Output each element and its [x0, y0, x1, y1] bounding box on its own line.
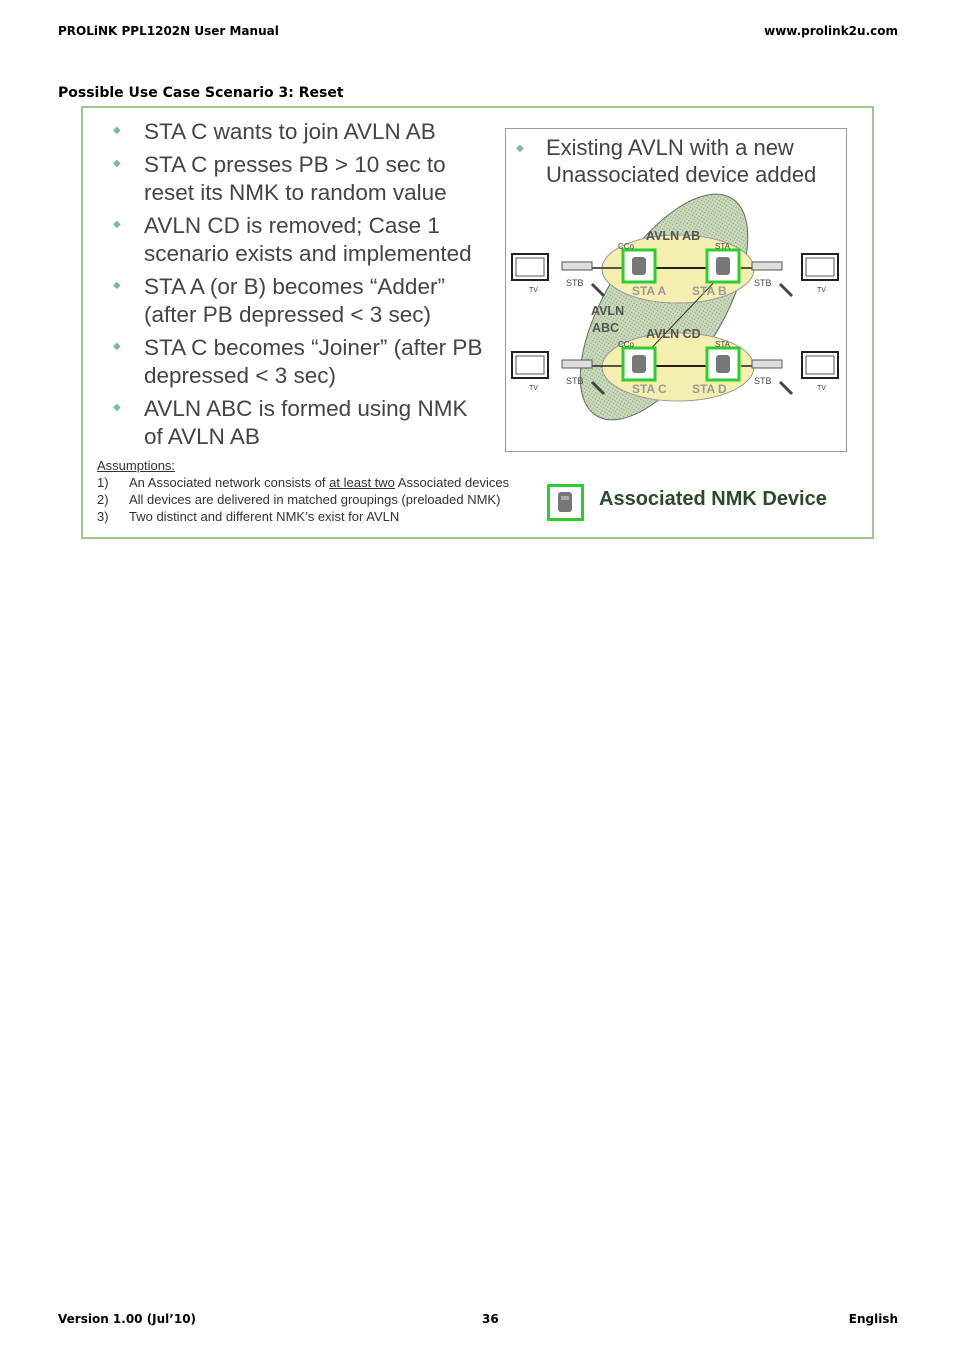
header-manual-title: PROLiNK PPL1202N User Manual: [58, 24, 279, 38]
page-number: 36: [482, 1312, 499, 1326]
label-cco-top: CCo: [618, 242, 635, 251]
remote-icon: [590, 282, 606, 298]
diamond-bullet-icon: ◆: [113, 219, 121, 230]
label-stb: STB: [566, 376, 584, 386]
remote-icon: [590, 380, 606, 396]
bullet-item: ◆STA C becomes “Joiner” (after PB depres…: [113, 335, 483, 388]
tv-icon: [801, 351, 839, 379]
sta-a-device-icon: [621, 248, 657, 284]
bullet-item: ◆STA C wants to join AVLN AB: [113, 119, 436, 144]
label-sta-c: STA C: [632, 382, 667, 396]
avln-abc-ellipse: [579, 193, 749, 421]
network-diagram-svg: AVLN AB AVLN CD AVLN ABC CCo STA CCo STA…: [511, 193, 839, 421]
legend-label: Associated NMK Device: [599, 488, 827, 510]
section-title: Possible Use Case Scenario 3: Reset: [58, 85, 344, 101]
bullet-item: ◆STA A (or B) becomes “Adder” (after PB …: [113, 274, 445, 327]
diamond-bullet-icon: ◆: [113, 125, 121, 136]
assumption-item: 3) Two distinct and different NMK’s exis…: [97, 509, 400, 524]
label-sta-top: STA: [715, 242, 731, 251]
assumptions-block: Assumptions: 1) An Associated network co…: [97, 458, 557, 525]
label-avln-abc-1: AVLN: [591, 304, 624, 318]
bullet-list: ◆STA C wants to join AVLN AB ◆STA C pres…: [111, 118, 491, 456]
stb-icon: [751, 261, 783, 271]
assumptions-heading: Assumptions:: [97, 458, 176, 473]
legend: Associated NMK Device: [547, 484, 867, 524]
bullet-item: ◆STA C presses PB > 10 sec to reset its …: [113, 152, 447, 205]
assumption-item: 1) An Associated network consists of at …: [97, 475, 510, 490]
sta-d-device-icon: [705, 346, 741, 382]
diamond-bullet-icon: ◆: [113, 280, 121, 291]
stb-icon: [561, 359, 593, 369]
label-sta-b: STA B: [692, 284, 727, 298]
footer-language: English: [848, 1312, 898, 1326]
label-sta-a: STA A: [632, 284, 667, 298]
header-website: www.prolink2u.com: [764, 24, 898, 38]
label-avln-abc-2: ABC: [592, 321, 619, 335]
remote-icon: [778, 282, 794, 298]
label-sta-d: STA D: [692, 382, 727, 396]
label-tv: TV: [817, 385, 826, 392]
assumption-item: 2) All devices are delivered in matched …: [97, 492, 501, 507]
footer-version: Version 1.00 (Jul’10): [58, 1312, 197, 1326]
link-sta-c-to-b: [640, 274, 722, 360]
stb-icon: [751, 359, 783, 369]
diamond-bullet-icon: ◆: [516, 143, 524, 154]
label-stb: STB: [566, 278, 584, 288]
stb-icon: [561, 261, 593, 271]
bullet-item: ◆AVLN ABC is formed using NMK of AVLN AB: [113, 396, 468, 449]
label-tv: TV: [529, 385, 538, 392]
diagram-title: Existing AVLN with a new Unassociated de…: [546, 135, 817, 187]
label-sta-bottom: STA: [715, 340, 731, 349]
diamond-bullet-icon: ◆: [113, 158, 121, 169]
label-tv: TV: [529, 287, 538, 294]
tv-icon: [511, 351, 549, 379]
sta-b-device-icon: [705, 248, 741, 284]
label-avln-cd: AVLN CD: [646, 327, 701, 341]
diamond-bullet-icon: ◆: [113, 341, 121, 352]
label-stb: STB: [754, 278, 772, 288]
tv-icon: [801, 253, 839, 281]
remote-icon: [778, 380, 794, 396]
tv-icon: [511, 253, 549, 281]
label-tv: TV: [817, 287, 826, 294]
scenario-slide: ◆STA C wants to join AVLN AB ◆STA C pres…: [81, 106, 874, 539]
network-diagram: ◆ Existing AVLN with a new Unassociated …: [505, 128, 847, 452]
sta-c-device-icon: [621, 346, 657, 382]
label-avln-ab: AVLN AB: [646, 229, 700, 243]
bullet-item: ◆AVLN CD is removed; Case 1 scenario exi…: [113, 213, 472, 266]
diamond-bullet-icon: ◆: [113, 402, 121, 413]
label-cco-bottom: CCo: [618, 340, 635, 349]
nmk-device-icon: [547, 484, 584, 521]
label-stb: STB: [754, 376, 772, 386]
